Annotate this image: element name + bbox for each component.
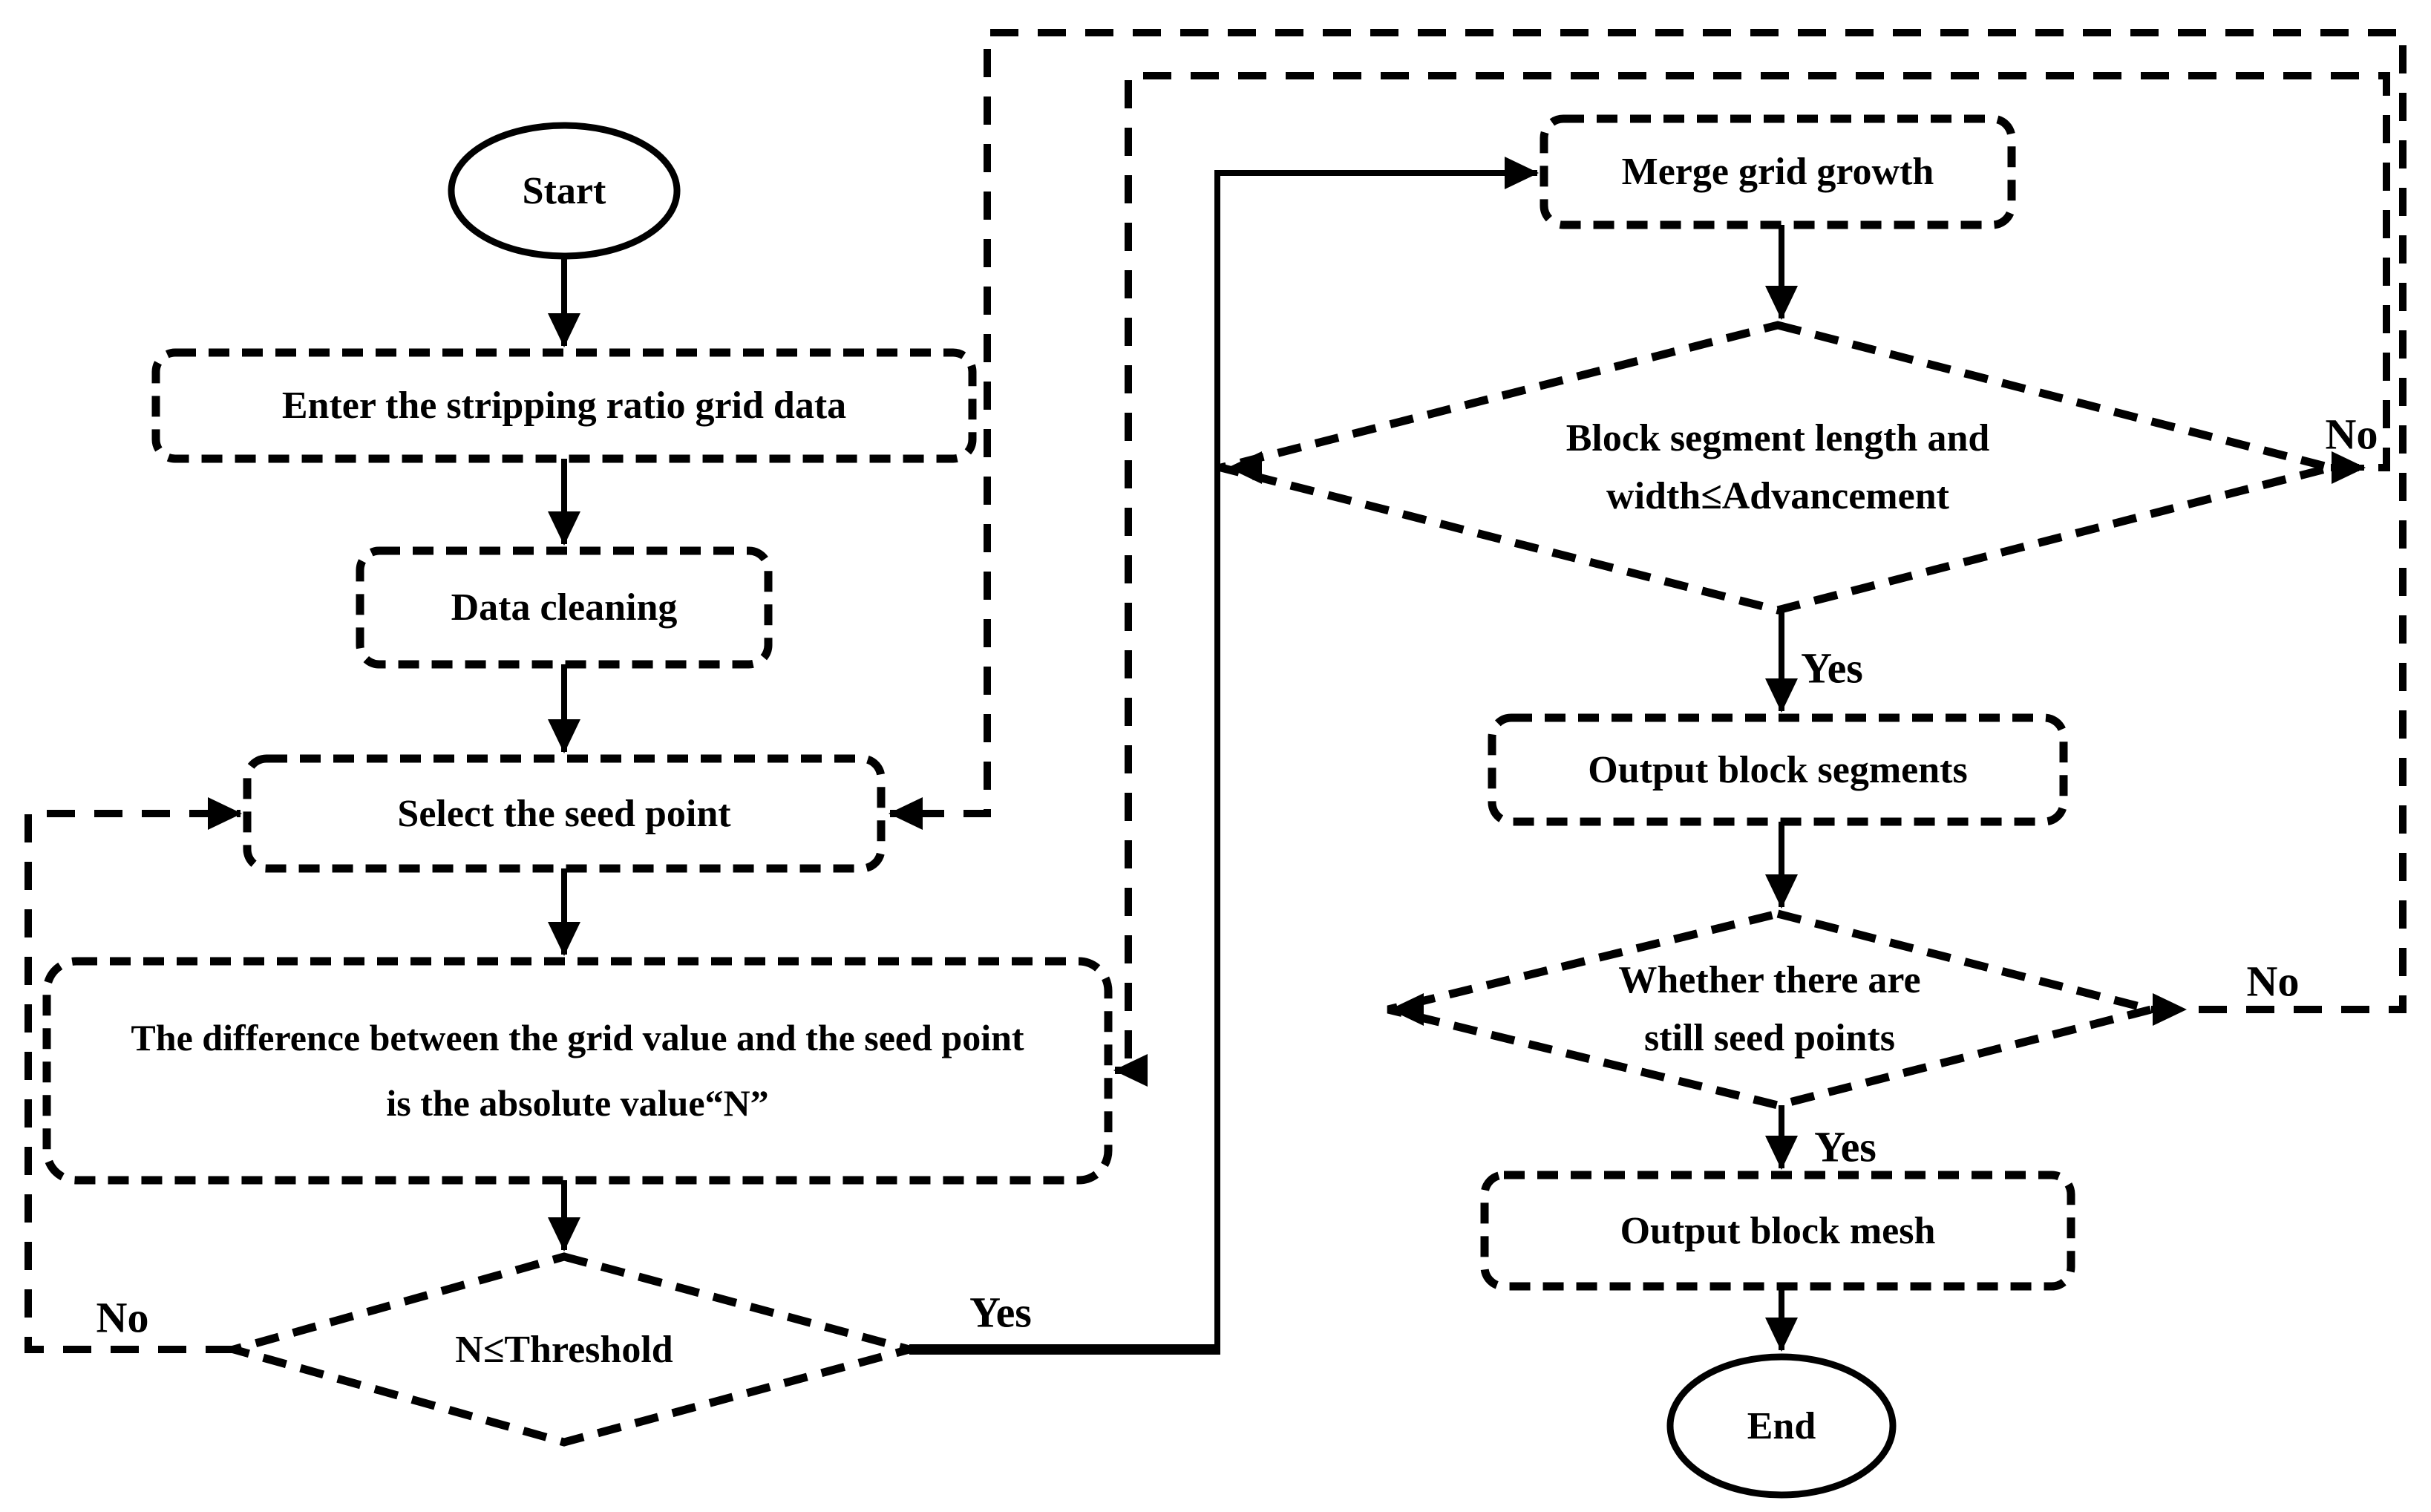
output-block-mesh-box-shape xyxy=(1480,1171,2075,1291)
merge-grid-growth-box-shape xyxy=(1540,114,2016,229)
difference-box-shape xyxy=(42,957,1113,1185)
seed-points-diamond-shape xyxy=(1387,909,2153,1110)
data-cleaning-box-shape xyxy=(356,546,773,669)
start-ellipse-shape xyxy=(448,122,681,260)
block-segment-diamond-shape xyxy=(1220,321,2332,615)
end-ellipse-shape xyxy=(1666,1353,1897,1499)
edge-threshold-no-to-select xyxy=(24,797,242,1353)
edge-threshold-yes-to-merge xyxy=(1214,157,1539,1349)
threshold-diamond-shape xyxy=(218,1252,926,1447)
select-seed-point-box-shape xyxy=(243,754,886,873)
output-block-segments-box-shape xyxy=(1488,713,2068,826)
edge-seedpoints-no-to-select xyxy=(889,29,2407,1013)
enter-box-shape xyxy=(151,348,977,463)
